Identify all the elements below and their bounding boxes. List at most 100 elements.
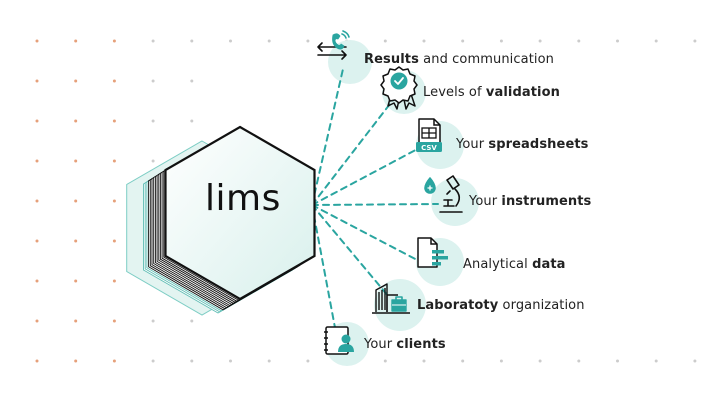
label-results-bold: Results <box>364 52 419 67</box>
grid-dot <box>112 159 116 163</box>
grid-dot <box>616 39 619 43</box>
grid-dot <box>112 39 116 43</box>
grid-dot <box>190 359 194 363</box>
connector-line <box>311 203 439 206</box>
label-organization-text: organization <box>498 298 585 313</box>
grid-dot <box>35 239 39 243</box>
grid-dot <box>616 359 619 363</box>
grid-dot <box>190 79 194 83</box>
csv-file-icon: CSV <box>416 118 442 152</box>
grid-dot <box>577 39 581 43</box>
label-data-bold: data <box>532 257 566 272</box>
grid-dot <box>267 359 271 363</box>
grid-dot <box>461 39 465 43</box>
label-results-text: and communication <box>418 52 554 67</box>
grid-dot <box>267 39 271 43</box>
label-validation: Levels of validation <box>423 85 560 100</box>
label-clients-text: Your <box>364 337 397 352</box>
connector-line <box>311 144 426 206</box>
grid-dot <box>151 79 155 83</box>
grid-dot <box>35 199 39 203</box>
connector-line <box>311 204 390 298</box>
grid-dot <box>151 359 155 363</box>
grid-dot <box>35 359 39 363</box>
connector-line <box>311 204 337 334</box>
grid-dot <box>693 359 697 363</box>
grid-dot <box>229 359 232 363</box>
icon-blob <box>431 178 479 226</box>
hub-label: lims <box>205 178 281 219</box>
grid-dot <box>74 39 78 43</box>
hexagon-layer <box>164 125 316 301</box>
grid-dot <box>654 359 658 363</box>
connector-line <box>311 68 344 206</box>
lims-hexagon <box>126 125 316 316</box>
label-data: Analytical data <box>463 257 566 272</box>
label-results: Results and communication <box>364 52 554 67</box>
grid-dot <box>35 279 39 283</box>
grid-dot <box>538 359 542 363</box>
label-spreadsheets-bold: spreadsheets <box>488 137 589 152</box>
grid-dot <box>151 119 155 123</box>
grid-dot <box>112 279 116 283</box>
buildings-icon <box>372 283 410 314</box>
grid-dot <box>306 359 310 363</box>
label-spreadsheets: Your spreadsheets <box>456 137 589 152</box>
label-validation-bold: validation <box>485 85 560 100</box>
data-document-icon <box>417 237 448 268</box>
grid-dot <box>35 159 39 163</box>
label-instruments-text: Your <box>469 194 502 209</box>
grid-dot <box>229 39 232 43</box>
grid-dot <box>74 119 78 123</box>
grid-dot <box>383 39 387 43</box>
csv-icon-text: CSV <box>421 144 437 152</box>
connector-line <box>311 204 422 263</box>
grid-dot <box>112 359 116 363</box>
grid-dot <box>190 319 194 323</box>
grid-dot <box>190 119 194 123</box>
grid-dot <box>538 39 542 43</box>
label-clients: Your clients <box>364 337 446 352</box>
grid-dot <box>151 319 155 323</box>
label-instruments: Your instruments <box>469 194 591 209</box>
grid-dot <box>74 199 78 203</box>
icon-blob <box>328 40 372 84</box>
grid-dot <box>74 359 78 363</box>
grid-dot <box>383 359 387 363</box>
grid-dot <box>190 39 194 43</box>
label-organization: Laboratoty organization <box>417 298 585 313</box>
grid-dot <box>74 79 78 83</box>
connector-line <box>311 99 394 206</box>
grid-dot <box>35 119 39 123</box>
label-data-text: Analytical <box>463 257 533 272</box>
grid-dot <box>35 79 39 83</box>
grid-dot <box>35 319 39 323</box>
grid-dot <box>112 239 116 243</box>
grid-dot <box>422 39 426 43</box>
grid-dot <box>112 79 116 83</box>
grid-dot <box>112 319 116 323</box>
connector-lines <box>311 68 439 334</box>
label-clients-bold: clients <box>396 337 446 352</box>
grid-dot <box>74 239 78 243</box>
grid-dot <box>306 39 310 43</box>
grid-dot <box>35 39 39 43</box>
grid-dot <box>112 119 116 123</box>
phone-transfer-icon <box>317 30 350 60</box>
grid-dot <box>499 359 503 363</box>
grid-dot <box>74 279 78 283</box>
grid-dot <box>499 39 503 43</box>
label-validation-text: Levels of <box>423 85 486 100</box>
grid-dot <box>112 199 116 203</box>
microscope-icon <box>424 175 463 213</box>
grid-dot <box>74 159 78 163</box>
grid-dot <box>577 359 581 363</box>
label-instruments-bold: instruments <box>501 194 592 209</box>
client-book-icon <box>324 326 354 355</box>
grid-dot <box>74 319 78 323</box>
label-spreadsheets-text: Your <box>456 137 489 152</box>
grid-dot <box>151 39 155 43</box>
grid-dot <box>693 39 697 43</box>
grid-dot <box>461 359 465 363</box>
